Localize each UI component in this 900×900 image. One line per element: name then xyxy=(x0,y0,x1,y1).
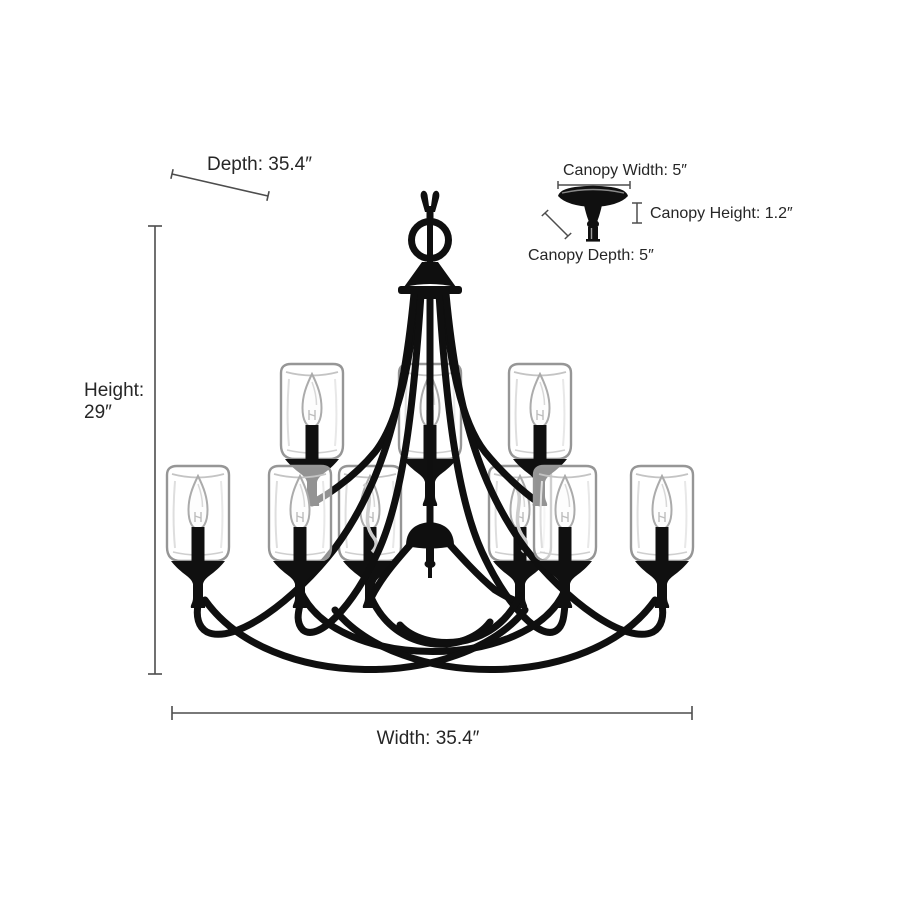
canopy-height-label: Canopy Height: 1.2″ xyxy=(650,205,793,222)
light-lower-far-right xyxy=(629,464,695,610)
width-dimension-label: Width: 35.4″ xyxy=(377,728,480,749)
height-dimension-line xyxy=(148,225,162,675)
light-lower-left xyxy=(267,464,333,610)
chandelier-arms xyxy=(193,288,667,673)
canopy-drawing xyxy=(558,185,628,242)
center-hub xyxy=(406,522,454,578)
light-lower-far-left xyxy=(165,464,231,610)
height-dimension-label-line1: Height: xyxy=(84,380,144,401)
canopy-dimension-lines xyxy=(541,181,642,240)
height-dimension-label-line2: 29″ xyxy=(84,402,112,423)
canopy-depth-label: Canopy Depth: 5″ xyxy=(528,247,654,264)
chandelier-arm xyxy=(435,290,569,636)
light-lower-right xyxy=(532,464,598,610)
depth-dimension-line xyxy=(170,169,270,201)
chandelier-arm xyxy=(396,591,524,646)
chandelier-arm xyxy=(331,596,659,673)
depth-dimension-label: Depth: 35.4″ xyxy=(207,154,312,175)
chandelier-illustration xyxy=(165,190,695,673)
chandelier-arm xyxy=(442,290,667,638)
canopy-width-label: Canopy Width: 5″ xyxy=(563,162,687,179)
top-finial xyxy=(398,190,462,299)
chandelier-arm xyxy=(201,596,529,673)
chandelier-arm xyxy=(438,532,524,606)
canopy-detail-illustration: Canopy Width: 5″ Canopy Height: 1.2″ Can… xyxy=(528,162,793,264)
chandelier-arm xyxy=(294,290,425,636)
width-dimension-line xyxy=(171,706,693,720)
chandelier-arm xyxy=(296,586,569,655)
dimension-annotations xyxy=(148,169,693,720)
